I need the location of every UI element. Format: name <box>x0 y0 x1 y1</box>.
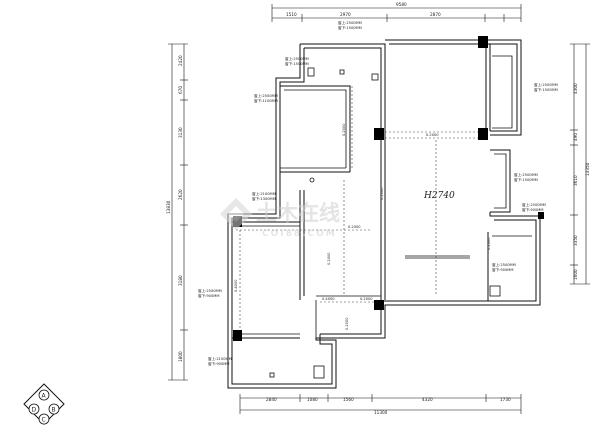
window-note-6b: 窗下:1500MM <box>514 177 538 182</box>
window-note-3b: 窗下:1100MM <box>254 98 278 103</box>
compass-symbol: A D B C <box>23 383 65 425</box>
left-total-dim: 13830 <box>166 200 171 214</box>
top-dim-1: 1510 <box>286 12 297 17</box>
compass-b: B <box>52 407 56 414</box>
window-note-8b: 窗下:900MM <box>492 267 513 272</box>
beam-label-9: 0.2000 <box>487 237 491 250</box>
window-note-1b: 窗下:1500MM <box>338 25 362 30</box>
bottom-dim-3: 1560 <box>343 397 354 402</box>
window-note-8a: 窗上:2500MM <box>492 262 516 267</box>
left-dim-5: 3180 <box>178 275 183 286</box>
window-note-5b: 窗下:1500MM <box>534 87 558 92</box>
interior-walls <box>232 44 532 339</box>
left-dimension-chain: 13830 2420 670 3130 2620 3180 1800 <box>166 43 188 381</box>
window-note-5a: 窗上:2500MM <box>534 82 558 87</box>
right-total-dim: 13350 <box>585 162 590 176</box>
right-dim-2: 490 <box>573 133 578 141</box>
watermark-en: COI88.COM <box>262 229 337 239</box>
window-note-9b: 窗下:900MM <box>198 293 219 298</box>
top-dim-2: 2970 <box>340 12 351 17</box>
top-dim-3: 2870 <box>430 12 441 17</box>
right-dim-4: 3350 <box>573 235 578 246</box>
top-dimension-chain: 9580 1510 2970 2870 <box>271 2 522 22</box>
right-dim-1: 4300 <box>573 83 578 94</box>
window-note-7b: 窗下:900MM <box>522 207 543 212</box>
watermark-logo-icon <box>220 198 252 230</box>
window-note-10a: 窗上:2100MM <box>208 356 232 361</box>
right-dim-3: 3610 <box>573 175 578 186</box>
bottom-dim-4: 4320 <box>422 397 433 402</box>
left-dim-3: 3130 <box>178 127 183 138</box>
beam-label-5: 0.4000 <box>234 279 238 292</box>
bottom-dimension-chain: 2840 1080 1560 4320 1730 11300 <box>239 394 522 415</box>
bottom-dim-5: 1730 <box>500 397 511 402</box>
beam-label-8: 0.2000 <box>345 317 349 330</box>
watermark: 土木在线 COI88.COM <box>220 198 340 239</box>
window-note-10b: 窗下:900MM <box>208 361 229 366</box>
window-note-4b: 窗下:1300MM <box>252 196 276 201</box>
compass-c: C <box>42 417 46 424</box>
beam-label-3: 0.2000 <box>380 187 384 200</box>
window-note-7a: 窗上:2500MM <box>522 202 546 207</box>
compass-d: D <box>32 407 37 414</box>
window-note-6a: 窗上:2500MM <box>514 172 538 177</box>
beam-label-6: 0.4000 <box>322 297 335 301</box>
left-dim-4: 2620 <box>178 189 183 200</box>
left-dim-1: 2420 <box>178 55 183 66</box>
window-note-9a: 窗上:2500MM <box>198 288 222 293</box>
window-note-2b: 窗下:1500MM <box>285 61 309 66</box>
right-dimension-chain: 13350 4300 490 3610 3350 1600 <box>570 43 590 285</box>
exterior-walls <box>227 39 541 389</box>
bottom-dim-1: 2840 <box>266 397 277 402</box>
window-annotations: 窗上:2500MM 窗下:1500MM 窗上:2500MM 窗下:1500MM … <box>198 20 558 366</box>
left-dim-2: 670 <box>178 86 183 94</box>
beam-labels: 0.2000 0.2000 0.2000 0.2000 0.4000 0.400… <box>234 123 491 330</box>
beam-label-1: 0.2000 <box>342 123 346 136</box>
bottom-dim-2: 1080 <box>307 397 318 402</box>
beam-label-10: 0.2000 <box>327 252 331 265</box>
bottom-total-dim: 11300 <box>374 410 388 415</box>
window-note-3a: 窗上:2500MM <box>254 93 278 98</box>
window-note-2a: 窗上:2500MM <box>285 56 309 61</box>
left-dim-6: 1800 <box>178 351 183 362</box>
ceiling-height-label: H2740 <box>423 191 455 201</box>
window-note-4a: 窗上:2100MM <box>252 191 276 196</box>
beam-label-2: 0.2000 <box>426 133 439 137</box>
top-total-dim: 9580 <box>396 2 407 7</box>
compass-a: A <box>42 393 47 400</box>
watermark-cn: 土木在线 <box>256 201 340 225</box>
beam-label-7: 0.2000 <box>360 297 373 301</box>
beam-label-4: 0.2000 <box>348 225 361 229</box>
right-dim-5: 1600 <box>573 269 578 280</box>
window-note-1a: 窗上:2500MM <box>338 20 362 25</box>
fixtures <box>269 67 501 379</box>
